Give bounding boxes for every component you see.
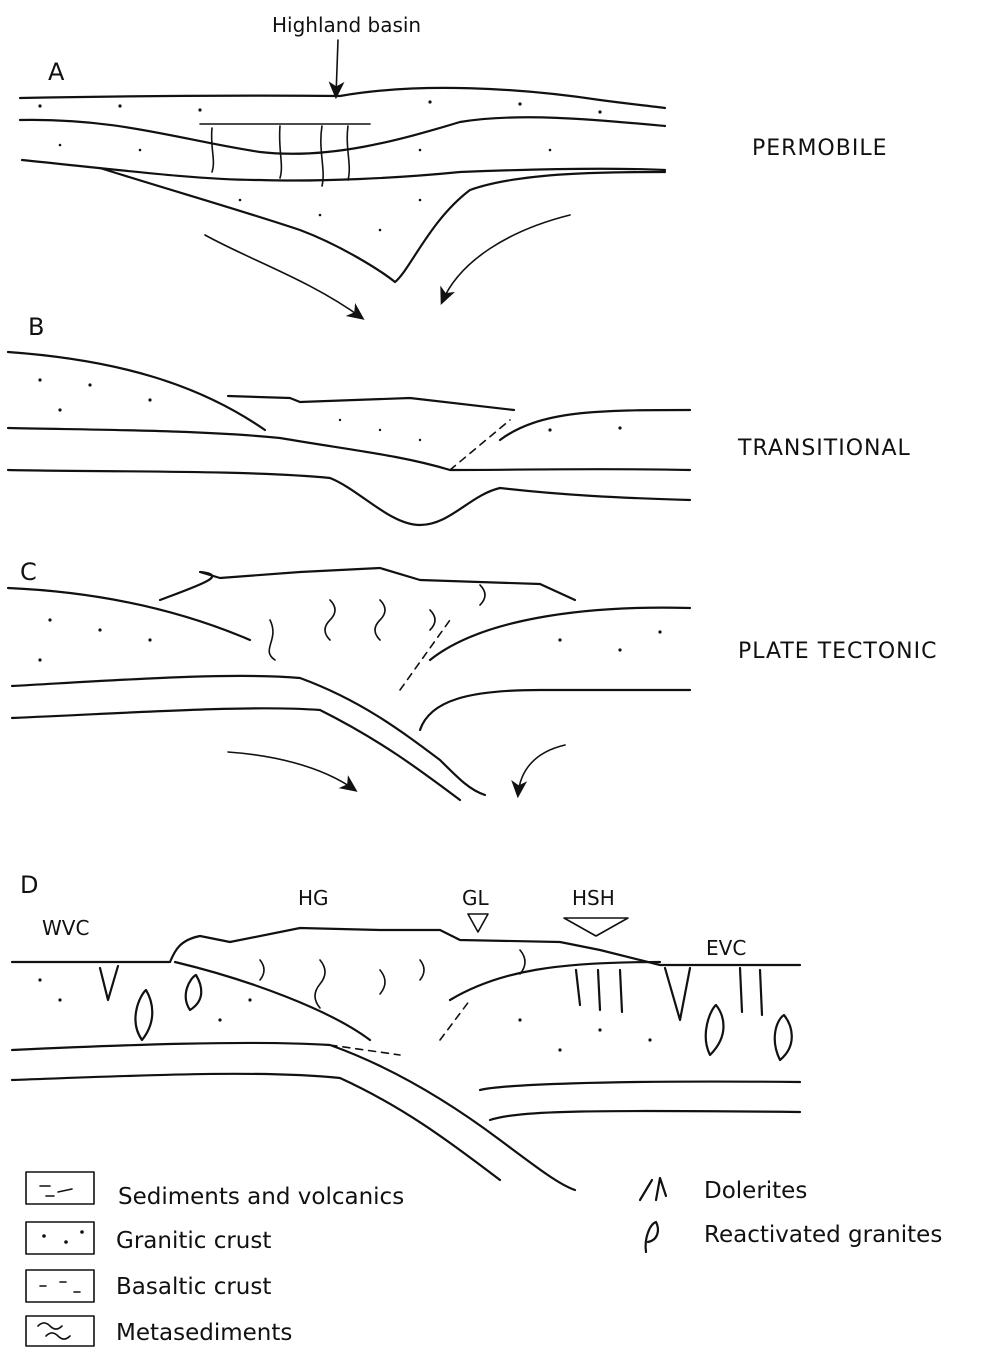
gl-triangle-icon bbox=[468, 914, 488, 932]
panel-a-arrow-right bbox=[442, 215, 570, 302]
panel-d-granite-3 bbox=[706, 1005, 724, 1055]
hsh-triangle-icon bbox=[564, 918, 628, 936]
panel-a-dolerites bbox=[212, 126, 350, 186]
panel-a-letter: A bbox=[48, 58, 65, 86]
panel-d-left-granite-slope bbox=[175, 962, 370, 1040]
legend-label-granitic: Granitic crust bbox=[116, 1228, 271, 1254]
dolerites-icon bbox=[640, 1178, 666, 1200]
panel-c-fold-marks bbox=[269, 585, 485, 660]
granitic-crust-swatch bbox=[26, 1222, 94, 1254]
legend-label-basaltic: Basaltic crust bbox=[116, 1274, 271, 1300]
panel-b-texture bbox=[38, 378, 621, 441]
tag-hsh: HSH bbox=[572, 886, 615, 910]
panel-d-granite-1 bbox=[135, 990, 152, 1040]
panel-b-basalt-top bbox=[8, 428, 690, 470]
legend-label-sediments: Sediments and volcanics bbox=[118, 1184, 404, 1210]
tag-hg: HG bbox=[298, 886, 329, 910]
panel-d-dolerites bbox=[100, 966, 762, 1020]
panel-b-left-granite bbox=[8, 352, 265, 430]
panel-d-upper-plate-basalt bbox=[490, 1111, 800, 1120]
panel-c-left-granite bbox=[8, 588, 250, 640]
legend-label-reactivated-granites: Reactivated granites bbox=[704, 1222, 942, 1248]
panel-c-regime: PLATE TECTONIC bbox=[738, 639, 937, 664]
panel-d-right-granite-arc bbox=[450, 962, 660, 1000]
legend: Sediments and volcanics Granitic crust B… bbox=[26, 1172, 942, 1346]
panel-a-surface bbox=[20, 88, 665, 108]
panel-c-arrow-right bbox=[518, 745, 565, 795]
metasediments-swatch bbox=[26, 1316, 94, 1346]
panel-c-slab-base bbox=[12, 708, 460, 800]
panel-c-upper-plate-base bbox=[420, 690, 690, 730]
panel-a-texture bbox=[38, 100, 601, 231]
panel-c: C PLATE TECTONIC bbox=[8, 558, 937, 800]
panel-c-slab-top bbox=[12, 676, 485, 795]
panel-d-letter: D bbox=[20, 871, 38, 899]
reactivated-granite-icon bbox=[646, 1222, 658, 1252]
panel-d-texture bbox=[38, 978, 651, 1051]
panel-c-right-granite bbox=[430, 608, 690, 660]
panel-d-fold-marks bbox=[260, 950, 525, 1008]
basaltic-crust-swatch bbox=[26, 1270, 94, 1302]
panel-b-letter: B bbox=[28, 313, 44, 341]
panel-b-basalt-base bbox=[8, 470, 690, 525]
panel-a-basalt-top bbox=[22, 160, 665, 181]
panel-c-metasediment-top bbox=[160, 568, 575, 600]
panel-b-right-granite bbox=[500, 410, 690, 440]
panel-b-regime: TRANSITIONAL bbox=[737, 436, 911, 461]
panel-c-texture bbox=[38, 618, 661, 661]
panel-d-slab-top bbox=[12, 1043, 575, 1190]
sediments-volcanics-swatch bbox=[26, 1172, 94, 1204]
panel-d-granite-4 bbox=[775, 1015, 792, 1060]
panel-c-arrow-left bbox=[228, 752, 355, 790]
panel-d: D WVC HG GL HSH EVC bbox=[12, 871, 800, 1190]
panel-d-surface bbox=[12, 928, 800, 965]
highland-basin-pointer bbox=[336, 40, 338, 96]
legend-label-dolerites: Dolerites bbox=[704, 1178, 807, 1204]
legend-label-metasediments: Metasediments bbox=[116, 1320, 292, 1346]
panel-a-regime: PERMOBILE bbox=[752, 136, 888, 161]
panel-a: A Highland basin PERMOBILE bbox=[20, 13, 888, 318]
highland-basin-label: Highland basin bbox=[272, 13, 421, 37]
tag-evc: EVC bbox=[706, 936, 746, 960]
tag-gl: GL bbox=[462, 886, 489, 910]
panel-c-letter: C bbox=[20, 558, 37, 586]
panel-a-root bbox=[100, 168, 665, 282]
panel-a-crust-boundary bbox=[20, 117, 665, 154]
panel-d-granite-2 bbox=[186, 975, 202, 1010]
panel-b-basin-top bbox=[228, 396, 514, 410]
tag-wvc: WVC bbox=[42, 916, 89, 940]
panel-d-upper-plate-base bbox=[480, 1082, 800, 1090]
panel-b: B TRANSITIONAL bbox=[8, 313, 911, 525]
